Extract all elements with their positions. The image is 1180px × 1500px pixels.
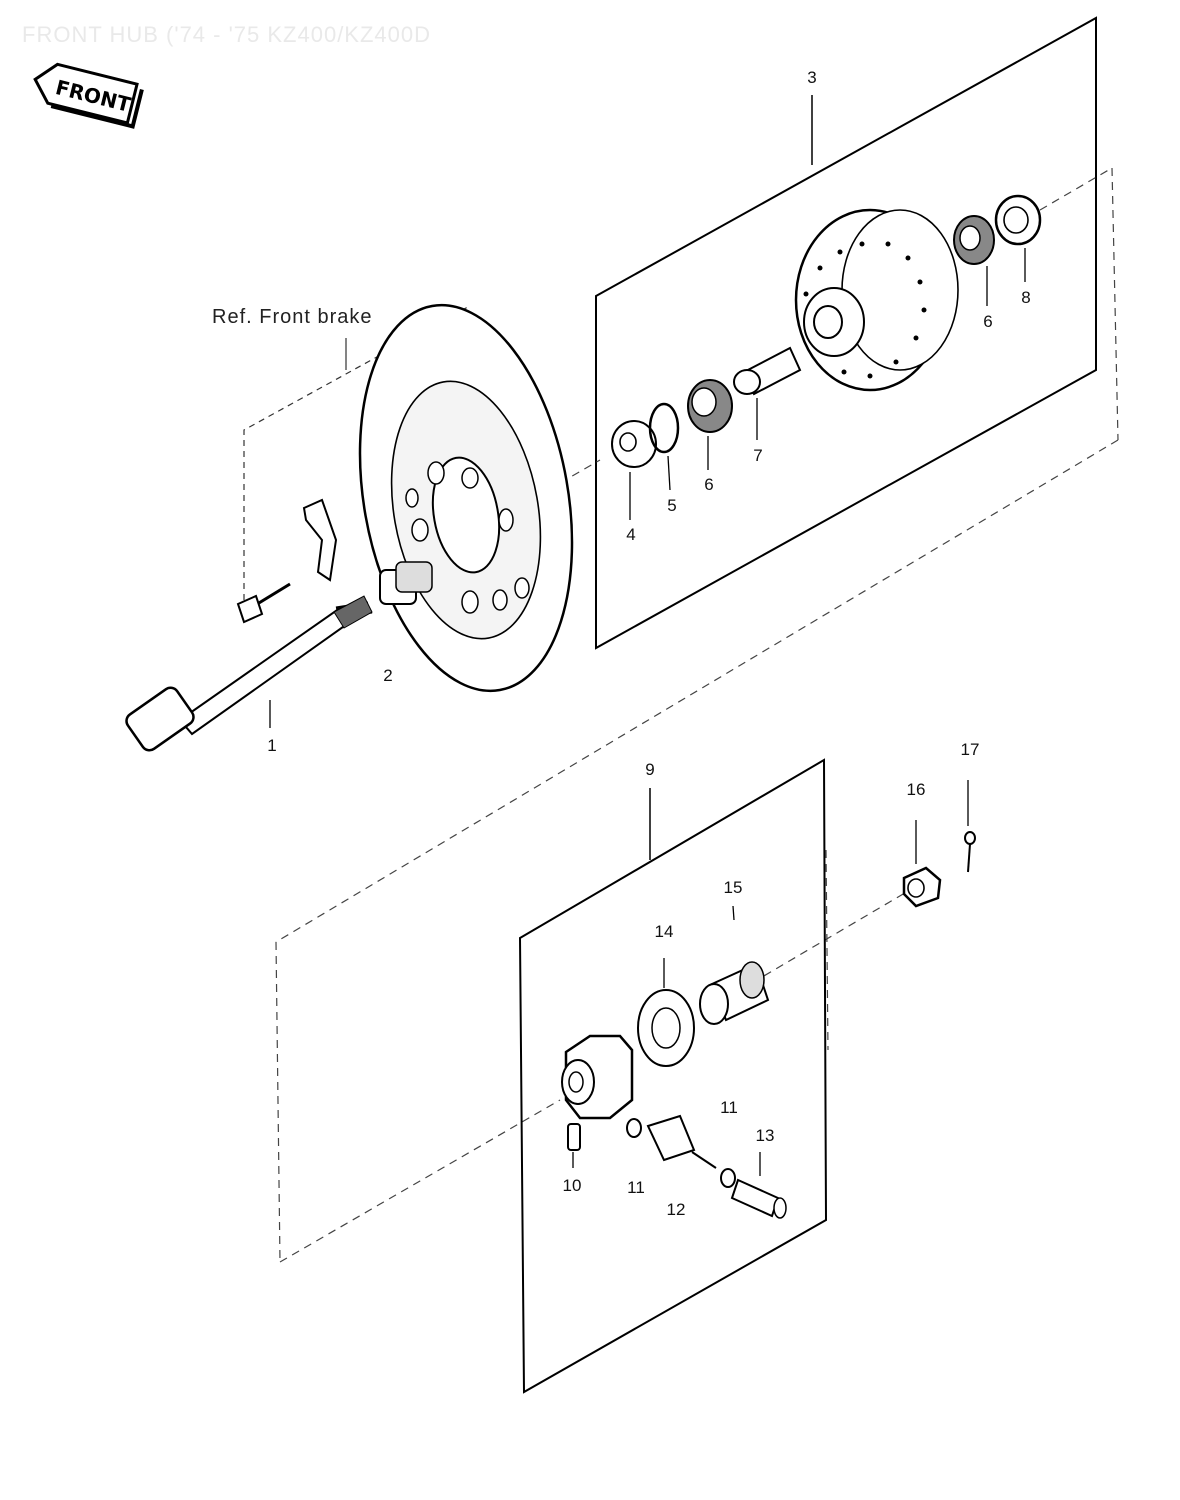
- brake-lock-tab: [302, 498, 338, 582]
- leader-lines: [269, 248, 1026, 1176]
- axle-nut-16: [902, 866, 942, 908]
- hub-assembly-frame: [595, 16, 1097, 650]
- callout-c3: 3: [807, 68, 817, 87]
- diagram-title: FRONT HUB ('74 - '75 KZ400/KZ400D: [22, 22, 432, 47]
- cotter-pin-17: [964, 831, 976, 873]
- bearing-6-right: [953, 215, 995, 265]
- front-hub: [794, 208, 959, 392]
- callout-c7: 7: [753, 446, 763, 465]
- meter-gear-frame: [518, 758, 828, 1394]
- callout-c14: 14: [654, 922, 674, 941]
- washer-11-right: [720, 1168, 736, 1188]
- circlip-5: [648, 402, 680, 454]
- grease-seal-8: [994, 194, 1042, 246]
- front-direction-badge: FRONT: [33, 62, 144, 129]
- distance-collar-7: [733, 346, 802, 396]
- washer-11-left: [626, 1118, 642, 1138]
- callout-c9: 9: [645, 760, 655, 779]
- bearing-6-left: [687, 379, 733, 433]
- brake-reference-frame: [243, 306, 467, 622]
- pinion-gear-12: [646, 1114, 717, 1169]
- callout-c12: 12: [666, 1200, 686, 1219]
- callout-c16: 16: [906, 780, 926, 799]
- brake-bolt: [236, 582, 291, 624]
- meter-gear-15: [699, 961, 770, 1025]
- callout-c15: 15: [723, 878, 743, 897]
- callout-c8: 8: [1021, 288, 1031, 307]
- callout-c11b: 11: [627, 1178, 645, 1197]
- callout-c5: 5: [667, 496, 677, 515]
- callout-c11a: 11: [720, 1098, 738, 1117]
- callout-c17: 17: [960, 740, 980, 759]
- callout-c13: 13: [755, 1126, 775, 1145]
- callout-c6a: 6: [704, 475, 714, 494]
- callout-c1: 1: [267, 736, 277, 755]
- speedometer-gear-housing: [561, 1034, 634, 1120]
- callout-c2: 2: [383, 666, 393, 685]
- hub-spacer-4: [611, 420, 657, 468]
- front-axle: [125, 595, 373, 752]
- callout-c4: 4: [626, 525, 636, 544]
- bushing-13: [730, 1178, 787, 1219]
- brake-disc: [358, 303, 574, 693]
- grease-nipple-10: [567, 1123, 581, 1151]
- gear-drive-14: [637, 989, 695, 1067]
- callout-c6b: 6: [983, 312, 993, 331]
- ref-front-brake-label: Ref. Front brake: [212, 306, 373, 328]
- callout-c10: 10: [562, 1176, 582, 1195]
